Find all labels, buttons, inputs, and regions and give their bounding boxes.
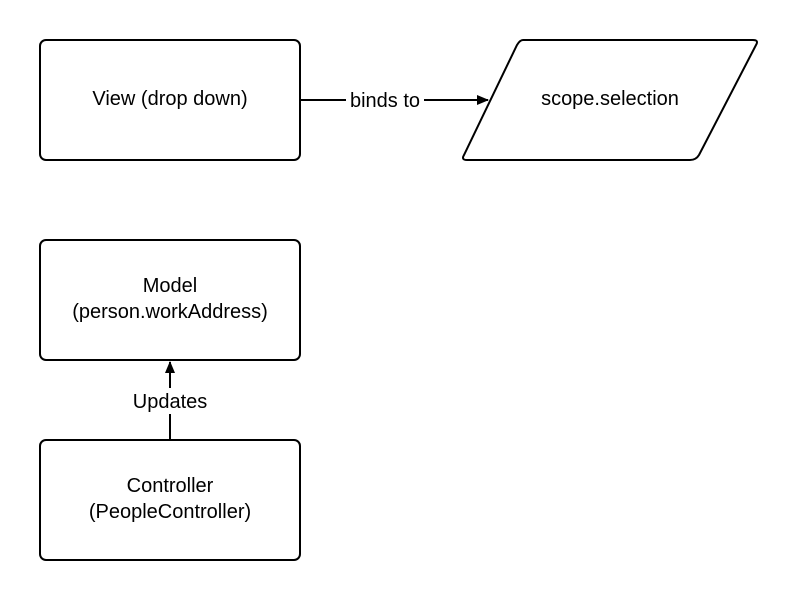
controller-node: Controller (PeopleController)	[39, 439, 301, 561]
controller-node-title: Controller	[127, 475, 214, 497]
scope-node-shape	[462, 39, 758, 161]
scope-node-label: scope.selection	[541, 88, 679, 110]
model-node-subtitle: (person.workAddress)	[72, 301, 268, 323]
view-node-label: View (drop down)	[92, 88, 247, 110]
model-node-title: Model	[143, 275, 197, 297]
scope-node: scope.selection	[462, 39, 758, 161]
view-node: View (drop down)	[39, 39, 301, 161]
controller-node-box	[39, 439, 301, 561]
updates-label: Updates	[133, 391, 208, 413]
binds-to-edge: binds to	[300, 90, 489, 112]
model-node-box	[39, 239, 301, 361]
controller-node-subtitle: (PeopleController)	[89, 501, 251, 523]
binds-to-label: binds to	[350, 90, 420, 112]
updates-edge: Updates	[133, 361, 208, 440]
model-node: Model (person.workAddress)	[39, 239, 301, 361]
